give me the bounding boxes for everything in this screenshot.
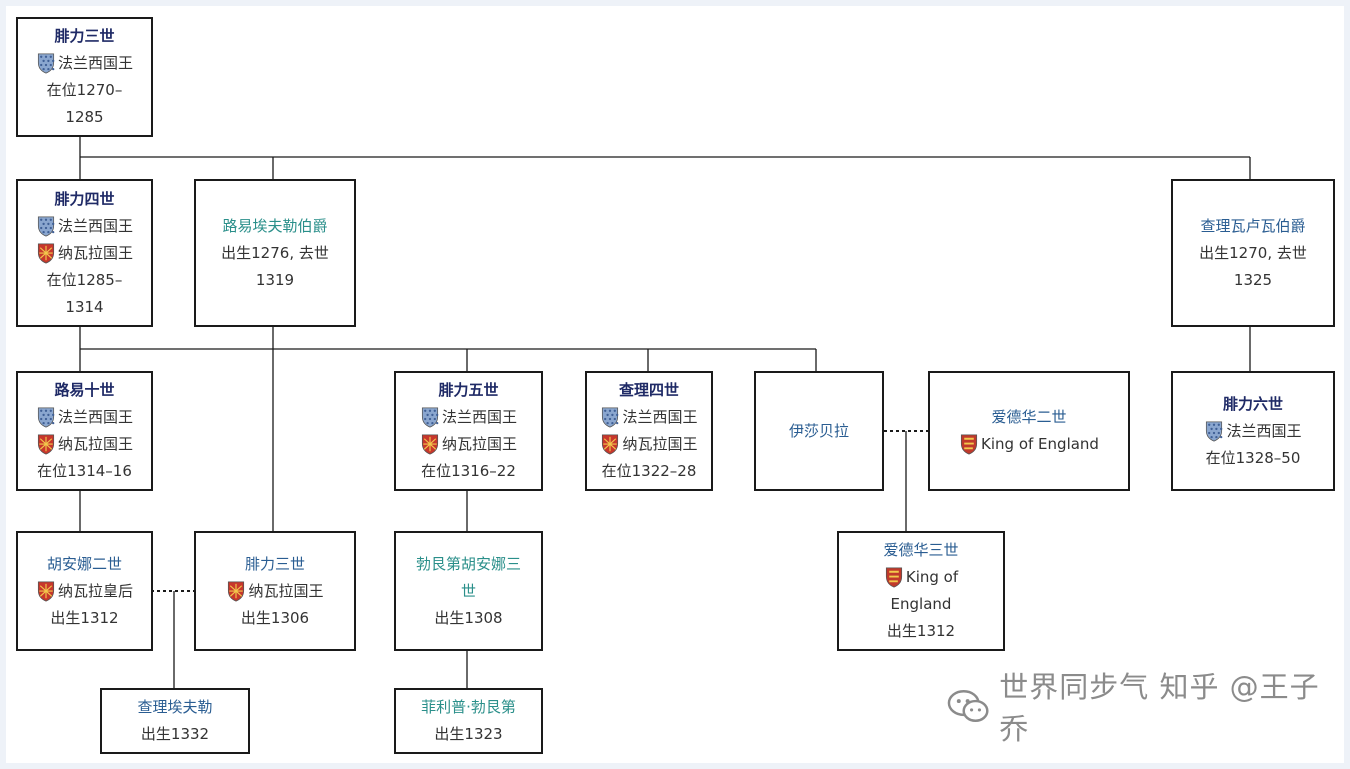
role-line: 法兰西国王 [36,213,133,240]
role-line: 法兰西国王 [600,404,698,431]
life-text: 1325 [1233,270,1273,289]
navarre-shield-icon [36,242,56,265]
role-text: 纳瓦拉国王 [57,435,133,453]
role-text: 纳瓦拉国王 [622,435,698,453]
role-line: 法兰西国王 [420,404,517,431]
node-joan-burgundy[interactable]: 勃艮第胡安娜三 世 出生1308 [394,531,543,651]
node-name[interactable]: 路易埃夫勒伯爵 [222,216,328,235]
node-philip-burgundy[interactable]: 菲利普·勃艮第 出生1323 [394,688,543,754]
connector-lines [79,137,1251,688]
role-text: 法兰西国王 [1226,421,1302,440]
role-text: 法兰西国王 [622,408,698,426]
reign-text: 在位1316–22 [421,462,516,480]
node-name[interactable]: 伊莎贝拉 [788,421,849,440]
wechat-icon [947,690,989,722]
role-text: 纳瓦拉国王 [248,581,324,600]
role-text: 纳瓦拉皇后 [57,581,133,600]
role-line: King of [884,564,958,591]
node-philip3[interactable]: 腓力三世 法兰西国王 在位1270– 1285 [16,17,153,137]
role-text: King of England [981,435,1099,453]
life-text: 出生1276, 去世 [221,243,329,262]
life-text: 出生1323 [434,725,503,743]
node-philip5[interactable]: 腓力五世 法兰西国王 纳瓦拉国王 在位1316–22 [394,371,543,491]
reign-text: 1314 [65,297,104,316]
role-line: 纳瓦拉国王 [420,431,517,458]
life-text: 出生1312 [886,622,956,640]
node-name[interactable]: 腓力三世 [54,27,115,45]
node-charles-evreux[interactable]: 查理埃夫勒 出生1332 [100,688,250,754]
node-charles4[interactable]: 查理四世 法兰西国王 纳瓦拉国王 在位1322–28 [585,371,713,491]
node-name[interactable]: 胡安娜二世 [46,554,122,573]
role-text: 法兰西国王 [57,408,133,426]
life-text: 出生1306 [240,608,310,627]
node-name[interactable]: 腓力五世 [438,381,499,399]
node-name[interactable]: 查理埃夫勒 [137,698,213,716]
role-line: 纳瓦拉国王 [36,240,133,267]
reign-text: 在位1322–28 [601,462,697,480]
role-line: King of England [959,431,1099,458]
navarre-shield-icon [36,580,56,603]
navarre-shield-icon [420,433,440,456]
role-line: 法兰西国王 [36,404,133,431]
node-philip4[interactable]: 腓力四世 法兰西国王 纳瓦拉国王 在位1285– 1314 [16,179,153,327]
node-name[interactable]: 爱德华二世 [991,408,1067,426]
role-line: 法兰西国王 [1204,418,1302,445]
navarre-shield-icon [600,433,620,456]
life-text: 出生1270, 去世 [1199,243,1307,262]
node-name[interactable]: 腓力三世 [244,554,305,573]
france-shield-icon [36,406,56,429]
role-line: 纳瓦拉国王 [600,431,698,458]
reign-text: 在位1270– [46,81,123,99]
france-shield-icon [600,406,620,429]
node-joan2[interactable]: 胡安娜二世 纳瓦拉皇后 出生1312 [16,531,153,651]
role-text: 纳瓦拉国王 [57,243,133,262]
node-name[interactable]: 爱德华三世 [883,541,959,559]
node-philip3-navarre[interactable]: 腓力三世 纳瓦拉国王 出生1306 [194,531,356,651]
navarre-shield-icon [226,580,246,603]
node-name[interactable]: 查理瓦卢瓦伯爵 [1200,216,1306,235]
france-shield-icon [36,52,56,75]
navarre-shield-icon [36,433,56,456]
france-shield-icon [36,215,56,238]
role-text: England [890,595,952,613]
node-name[interactable]: 腓力四世 [54,189,115,208]
watermark-text: 世界同步气 知乎 @王子乔 [999,670,1320,746]
role-line: 纳瓦拉国王 [36,431,133,458]
life-text: 出生1308 [434,608,503,627]
role-text: 纳瓦拉国王 [441,435,517,453]
node-name-cont[interactable]: 世 [460,581,476,600]
node-louis-evreux[interactable]: 路易埃夫勒伯爵 出生1276, 去世 1319 [194,179,356,327]
reign-text: 在位1328–50 [1205,448,1301,467]
node-isabella[interactable]: 伊莎贝拉 [754,371,884,491]
node-edward2[interactable]: 爱德华二世 King of England [928,371,1130,491]
reign-text: 在位1314–16 [37,462,132,480]
node-philip6[interactable]: 腓力六世 法兰西国王 在位1328–50 [1171,371,1335,491]
watermark: 世界同步气 知乎 @王子乔 [946,670,1344,746]
life-text: 出生1332 [140,725,210,743]
role-line: 纳瓦拉皇后 [36,578,133,605]
england-shield-icon [959,433,979,456]
france-shield-icon [1204,420,1224,443]
node-name[interactable]: 菲利普·勃艮第 [421,698,516,716]
role-text: 法兰西国王 [57,54,133,72]
role-text: 法兰西国王 [57,216,133,235]
role-text: King of [905,568,959,586]
family-tree-canvas: 腓力三世 法兰西国王 在位1270– 1285 腓力四世 法兰西国王 纳瓦拉国王… [6,6,1344,763]
france-shield-icon [420,406,440,429]
role-line: 法兰西国王 [36,50,133,77]
reign-text: 1285 [65,108,104,126]
node-name[interactable]: 腓力六世 [1222,394,1283,413]
node-louis10[interactable]: 路易十世 法兰西国王 纳瓦拉国王 在位1314–16 [16,371,153,491]
node-charles-valois[interactable]: 查理瓦卢瓦伯爵 出生1270, 去世 1325 [1171,179,1335,327]
role-text: 法兰西国王 [441,408,517,426]
life-text: 1319 [255,270,295,289]
life-text: 出生1312 [50,608,119,627]
england-shield-icon [884,566,904,589]
node-name[interactable]: 勃艮第胡安娜三 [415,554,521,573]
node-edward3[interactable]: 爱德华三世 King of England 出生1312 [837,531,1005,651]
node-name[interactable]: 查理四世 [618,381,679,399]
reign-text: 在位1285– [46,270,123,289]
node-name[interactable]: 路易十世 [54,381,115,399]
role-line: 纳瓦拉国王 [226,578,324,605]
